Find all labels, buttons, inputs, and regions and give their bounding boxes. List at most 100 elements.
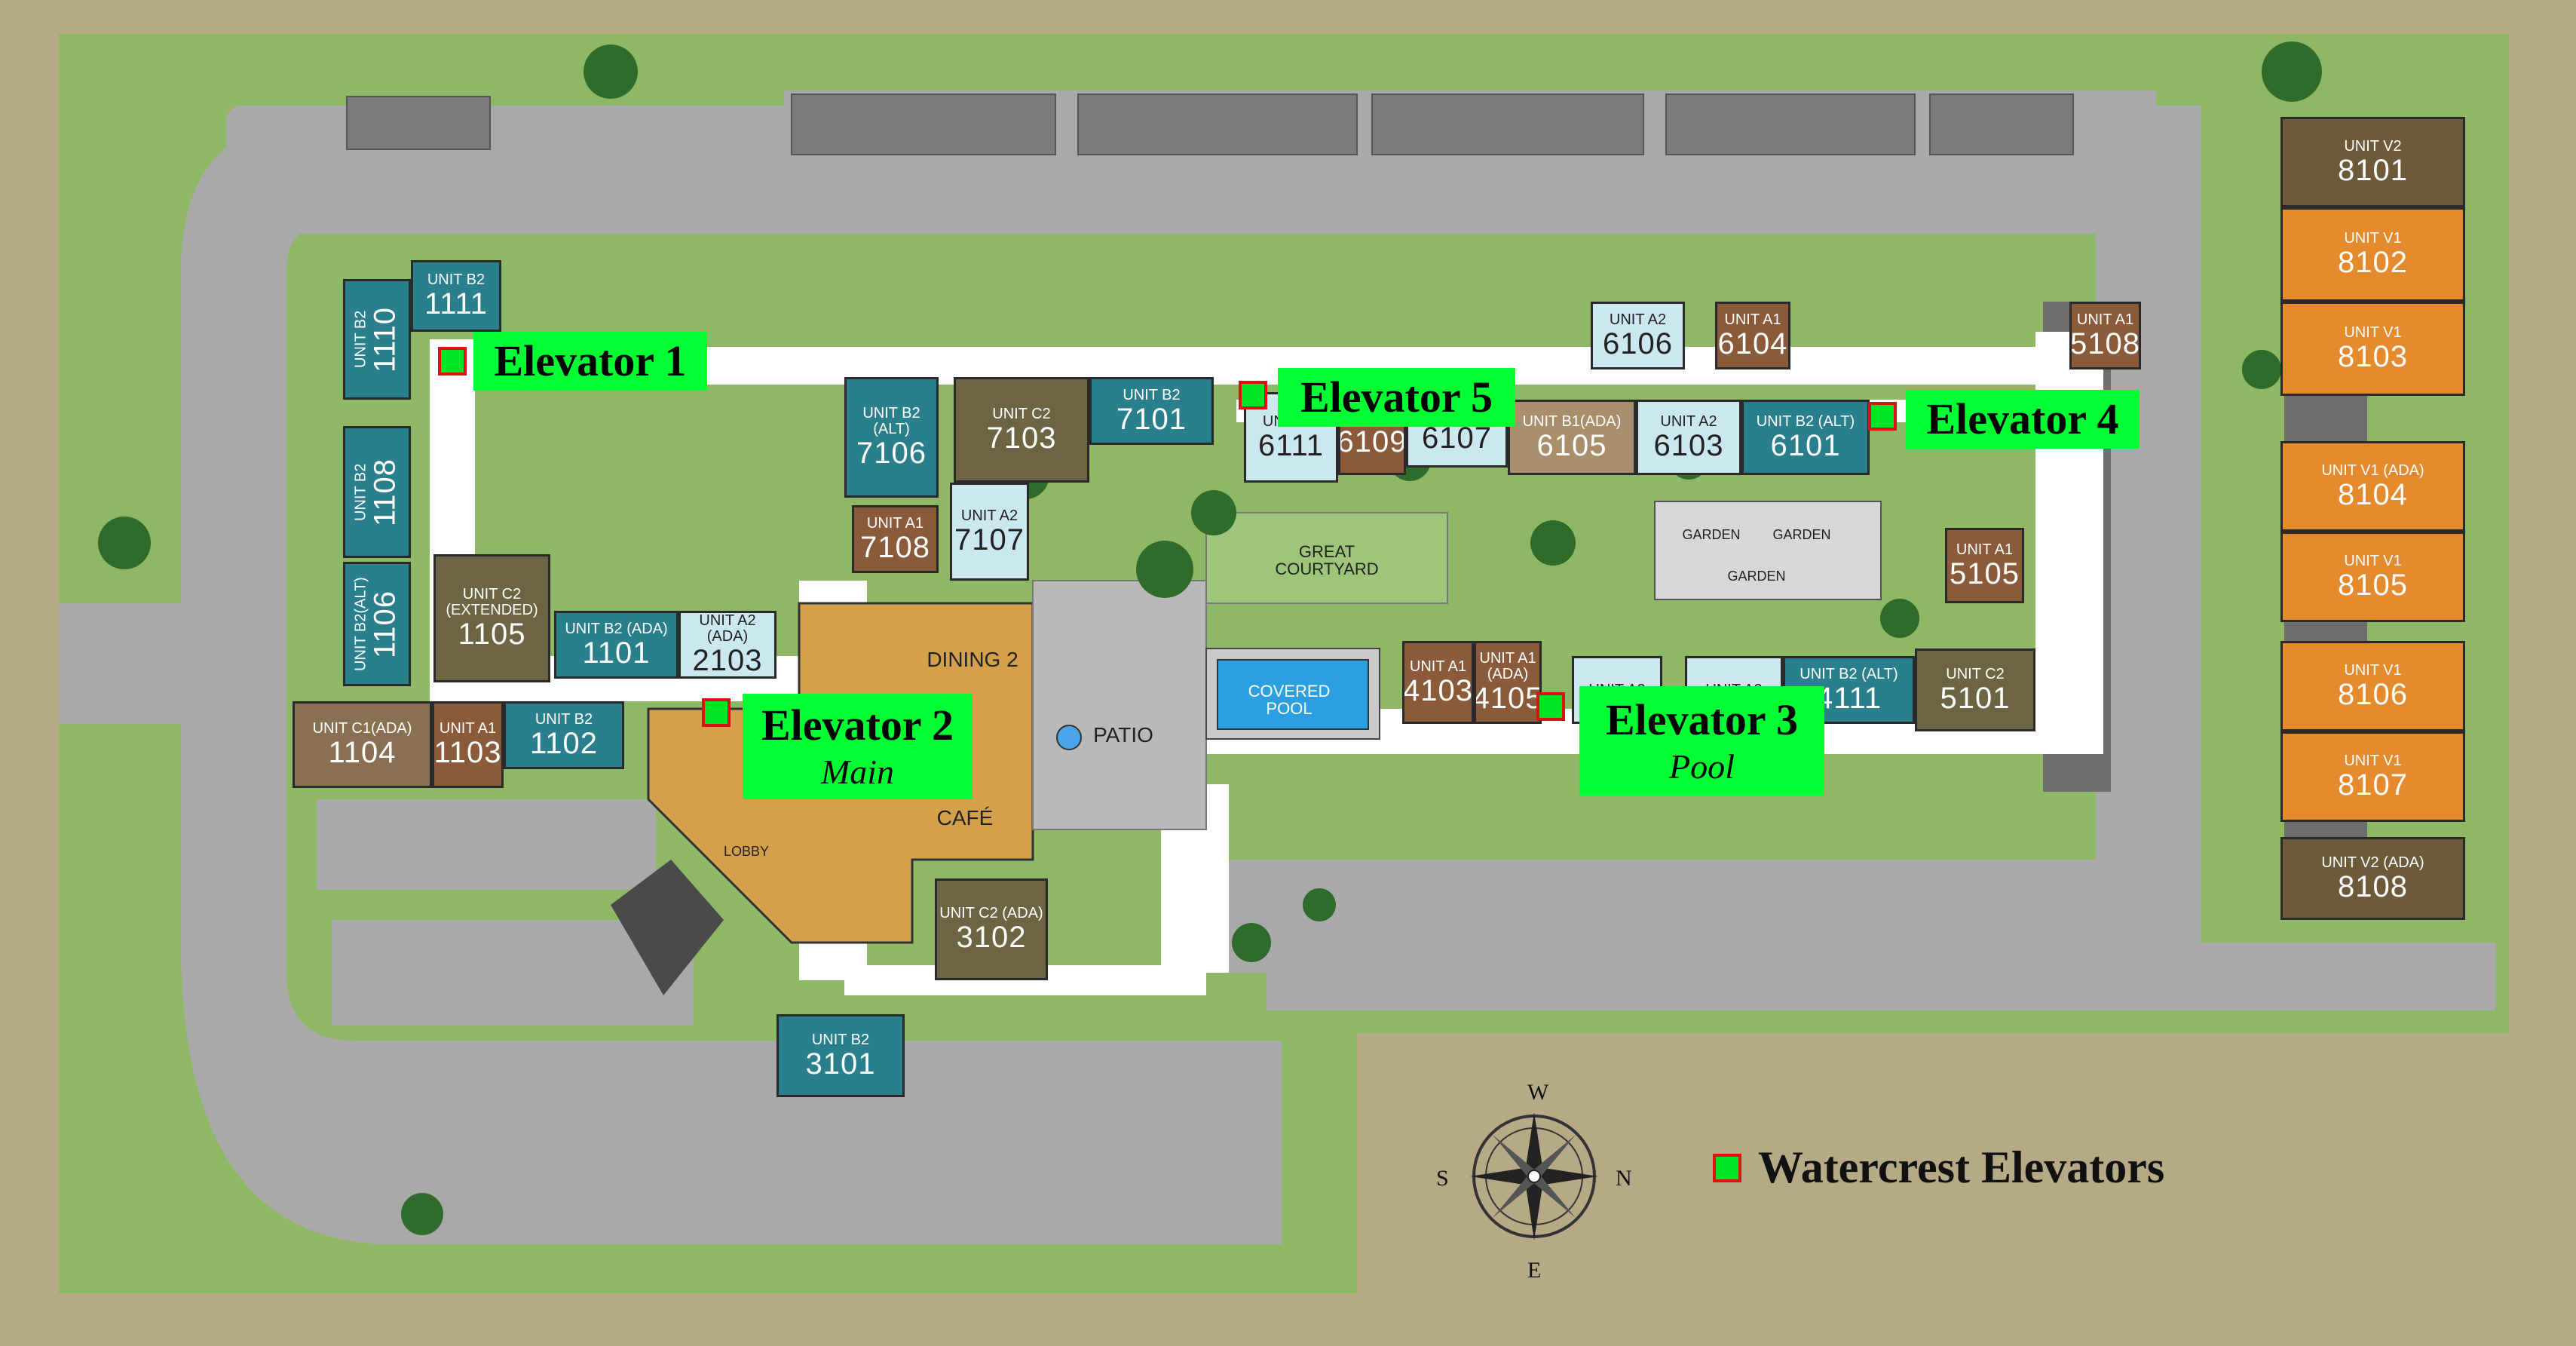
unit-type: UNIT A1 (ADA) — [1479, 650, 1536, 682]
legend-elevator-swatch — [1713, 1153, 1741, 1182]
unit-6103: UNIT A2 6103 — [1636, 400, 1741, 475]
legend-label: Watercrest Elevators — [1758, 1142, 2165, 1192]
lobby-label: LOBBY — [723, 844, 770, 859]
unit-number: 6104 — [1717, 327, 1788, 360]
unit-number: 5101 — [1940, 681, 2011, 715]
unit-7103: UNIT C2 7103 — [954, 377, 1089, 483]
unit-7108: UNIT A1 7108 — [852, 505, 939, 573]
unit-type: UNIT V1 — [2344, 552, 2402, 569]
elevator-2-marker — [702, 698, 731, 727]
unit-type: UNIT A1 — [866, 514, 924, 532]
unit-type: UNIT B2 (ALT) — [1800, 665, 1898, 682]
unit-6101: UNIT B2 (ALT) 6101 — [1741, 400, 1870, 475]
unit-type: UNIT B2 (ALT) — [862, 405, 920, 437]
unit-type: UNIT V1 — [2344, 230, 2402, 247]
unit-1103: UNIT A1 1103 — [432, 701, 504, 788]
unit-number: 8101 — [2338, 153, 2408, 187]
unit-number: 6105 — [1536, 428, 1607, 462]
compass-e: E — [1527, 1258, 1542, 1283]
unit-type: UNIT C2 — [1946, 665, 2005, 682]
unit-6106: UNIT A2 6106 — [1591, 302, 1685, 369]
unit-type: UNIT A2 (ADA) — [699, 612, 756, 645]
unit-number: 5108 — [2070, 327, 2140, 360]
great-courtyard-lawn — [1205, 512, 1448, 604]
unit-8105: UNIT V1 8105 — [2280, 532, 2465, 622]
unit-1104: UNIT C1(ADA) 1104 — [293, 701, 432, 788]
unit-number: 1101 — [582, 636, 651, 670]
unit-1102: UNIT B2 1102 — [504, 701, 624, 769]
compass-rose-icon — [1470, 1112, 1598, 1240]
pavement — [59, 90, 2495, 1244]
elevator-4-marker — [1868, 402, 1897, 431]
unit-type: UNIT V1 — [2344, 324, 2402, 341]
great-courtyard-label: GREAT COURTYARD — [1275, 542, 1379, 579]
unit-type: UNIT B2 (ALT) — [1756, 412, 1855, 430]
elevator-3-label: Elevator 3 — [1605, 694, 1799, 744]
patio-label: PATIO — [1093, 723, 1153, 747]
cafe-label: CAFÉ — [936, 806, 994, 829]
unit-1105: UNIT C2 (EXTENDED) 1105 — [433, 554, 550, 682]
unit-type: UNIT A1 — [1724, 311, 1781, 328]
unit-number: 7101 — [1116, 402, 1187, 436]
unit-1101: UNIT B2 (ADA) 1101 — [554, 611, 678, 679]
unit-8101: UNIT V2 8101 — [2280, 117, 2465, 207]
elevator-2-sub: Main — [820, 753, 895, 791]
unit-type: UNIT C1(ADA) — [312, 720, 412, 737]
elevator-2-label: Elevator 2 — [761, 701, 954, 750]
unit-6104: UNIT A1 6104 — [1715, 302, 1790, 369]
elevator-5-marker — [1239, 381, 1267, 409]
unit-number: 6103 — [1653, 428, 1724, 462]
unit-number: 6111 — [1257, 428, 1325, 462]
garden-block — [1654, 501, 1882, 600]
unit-type: UNIT A1 — [1409, 658, 1467, 675]
dining-label: DINING 2 — [927, 648, 1018, 671]
unit-number: 8105 — [2338, 568, 2408, 602]
unit-type: UNIT B2 — [534, 710, 593, 728]
elevator-5-label: Elevator 5 — [1300, 373, 1493, 422]
unit-type: UNIT V2 — [2344, 137, 2402, 155]
unit-type: UNIT B1(ADA) — [1522, 412, 1622, 430]
elevator-1-label: Elevator 1 — [494, 336, 687, 385]
unit-number: 4105 — [1474, 682, 1542, 715]
unit-type: UNIT A2 — [960, 507, 1018, 524]
unit-8104: UNIT V1 (ADA) 8104 — [2280, 441, 2465, 532]
unit-number: 8106 — [2338, 677, 2408, 711]
unit-type: UNIT A2 — [1609, 311, 1667, 328]
elevator-3-sub: Pool — [1669, 747, 1735, 786]
unit-type: UNIT A1 — [1956, 541, 2014, 558]
frame-cutout — [1357, 1033, 2576, 1346]
unit-type: UNIT C2 (ADA) — [939, 905, 1043, 921]
unit-type: UNIT B2 — [1123, 386, 1181, 403]
compass-w: W — [1527, 1080, 1549, 1105]
unit-5101: UNIT C2 5101 — [1915, 648, 2035, 731]
unit-number: 4111 — [1815, 681, 1882, 715]
unit-number: 7108 — [860, 530, 930, 564]
unit-number: 1111 — [424, 287, 489, 320]
elevator-1-marker — [438, 347, 467, 376]
unit-6105: UNIT B1(ADA) 6105 — [1508, 400, 1636, 475]
unit-8103: UNIT V1 8103 — [2280, 302, 2465, 396]
unit-type: UNIT V1 — [2344, 661, 2402, 679]
unit-type: UNIT B2 — [427, 271, 485, 288]
compass-s: S — [1436, 1166, 1449, 1191]
legend: Watercrest Elevators — [1713, 1142, 2164, 1194]
unit-8106: UNIT V1 8106 — [2280, 641, 2465, 731]
unit-number: 1102 — [529, 726, 598, 760]
unit-5105: UNIT A1 5105 — [1945, 528, 2024, 603]
unit-number: 8104 — [2338, 477, 2408, 511]
unit-number: 6101 — [1770, 428, 1841, 462]
unit-number: 5105 — [1950, 556, 2020, 590]
unit-number: 8108 — [2338, 869, 2408, 903]
elevator-2-callout: Elevator 2 Main — [743, 694, 973, 799]
unit-7107: UNIT A2 7107 — [950, 483, 1029, 581]
unit-number: 2103 — [692, 644, 763, 677]
unit-5108: UNIT A1 5108 — [2069, 302, 2141, 369]
unit-number: 6107 — [1422, 421, 1492, 455]
unit-type: UNIT V1 (ADA) — [2321, 461, 2424, 479]
unit-7101: UNIT B2 7101 — [1089, 377, 1214, 445]
unit-type: UNIT A1 — [439, 720, 497, 737]
pool-water — [1217, 659, 1369, 730]
elevator-1-callout: Elevator 1 — [473, 332, 707, 391]
